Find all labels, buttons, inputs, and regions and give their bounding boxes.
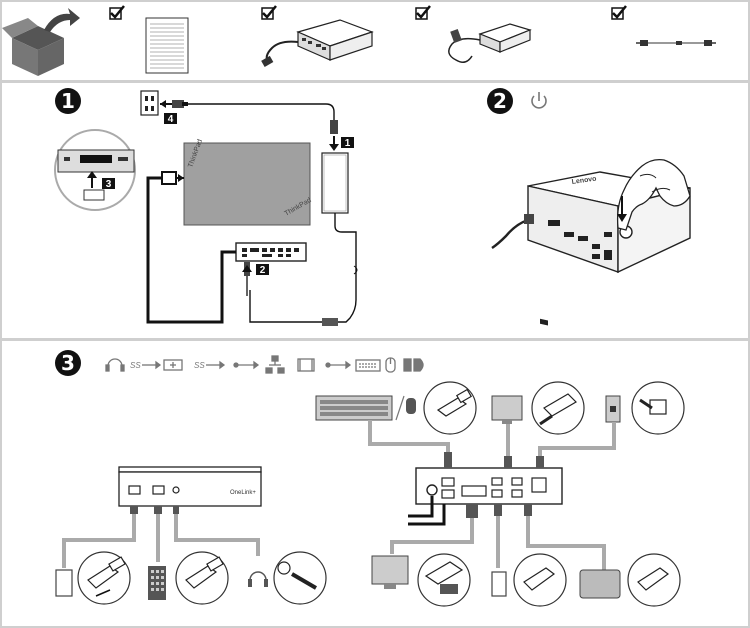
arrow-head-icon <box>242 265 252 272</box>
checked-checkbox-icon <box>611 5 627 20</box>
laptop: ThinkPad ThinkPad <box>183 138 313 226</box>
divider <box>0 338 750 341</box>
step-2-panel: 2 Lenovo <box>487 88 691 326</box>
dock-brand-label: OneLink+ <box>230 490 256 496</box>
ethernet-zoom <box>631 381 685 435</box>
plug-icon <box>172 100 184 108</box>
step-3-badge <box>55 350 81 376</box>
box-contents-row <box>2 5 716 76</box>
step-2-number: 2 <box>493 89 507 113</box>
onelink-port-icon <box>80 155 112 163</box>
step-3-number: 3 <box>61 351 75 375</box>
usb-icon <box>233 360 260 370</box>
phone-icon <box>491 571 507 597</box>
usb3-plug-zoom <box>175 551 229 605</box>
hand-pressing-icon <box>616 158 691 231</box>
divider <box>0 80 750 83</box>
display-icon <box>297 358 315 372</box>
step-1-badge <box>55 88 81 114</box>
svg-text:Lenovo: Lenovo <box>571 176 597 186</box>
power-adapter <box>321 152 349 214</box>
manual-icon <box>145 17 189 74</box>
mouse-device <box>406 398 416 414</box>
phone-icon <box>55 569 73 597</box>
displayport-zoom <box>531 381 585 435</box>
step-3-panel: 3 SS SS <box>55 350 685 607</box>
onelink-connector-icon <box>161 171 177 185</box>
step-2-badge <box>487 88 513 114</box>
black-cables <box>408 496 446 526</box>
tablet-icon <box>579 569 621 599</box>
wall-outlet-icon <box>140 90 159 116</box>
usb-keyboard-zoom <box>423 381 477 435</box>
arrow-head-icon <box>160 100 166 108</box>
step-1-panel: 1 4 1 ThinkPad ThinkPad <box>54 88 358 326</box>
callout-3 <box>102 178 115 189</box>
svg-text:2: 2 <box>260 265 266 276</box>
rear-cables-top <box>368 420 616 468</box>
checked-checkbox-icon <box>415 5 431 20</box>
mouse-icon <box>385 357 396 373</box>
open-box-icon <box>2 8 80 76</box>
keyboard-icon <box>355 359 381 372</box>
step-1-number: 1 <box>61 89 75 113</box>
keyboard-device <box>315 395 393 421</box>
vga-monitor <box>371 555 409 589</box>
callout-4 <box>164 113 177 124</box>
usb3-rear-zoom <box>627 553 681 607</box>
headset-icon <box>105 358 125 372</box>
arrow-head-icon <box>329 144 339 151</box>
magnifier-detail: 3 <box>54 129 136 211</box>
svg-text:SS: SS <box>194 361 205 370</box>
adapter-plug-icon <box>330 120 338 134</box>
checked-checkbox-icon <box>261 5 277 20</box>
vga-plug-zoom <box>417 553 471 607</box>
front-cables <box>62 506 260 568</box>
usb3-icon: SS <box>194 360 226 370</box>
hdmi-dvi-icon <box>403 358 424 372</box>
onelink-cable <box>146 176 236 324</box>
svg-text:4: 4 <box>168 114 174 125</box>
adapter-cable <box>249 213 357 323</box>
usb3-charge-icon <box>163 359 183 371</box>
dock-cable <box>491 218 529 250</box>
ferrite-icon <box>322 318 338 326</box>
ethernet-icon <box>265 355 285 374</box>
audio-jack-zoom <box>273 551 327 605</box>
svg-text:SS: SS <box>130 361 141 370</box>
ethernet-wall-jack <box>605 395 621 423</box>
callout-1 <box>341 137 354 148</box>
dock-with-cable-icon <box>261 19 374 67</box>
usb3-icon: SS <box>130 360 162 370</box>
callout-2 <box>256 264 269 275</box>
usb-plug-zoom <box>77 551 131 605</box>
usb-rear-zoom <box>513 553 567 607</box>
front-dock: OneLink+ <box>118 466 262 507</box>
power-cord-icon <box>636 40 716 46</box>
svg-text:1: 1 <box>345 138 351 149</box>
keypad-icon <box>148 566 166 600</box>
checked-checkbox-icon <box>109 5 125 20</box>
dock <box>235 242 307 262</box>
power-adapter-icon <box>448 23 532 63</box>
headphone-icon <box>248 571 268 587</box>
usb-icon <box>325 360 352 370</box>
svg-text:3: 3 <box>106 179 112 190</box>
monitor-device <box>491 395 523 424</box>
power-cord <box>184 103 335 122</box>
power-button-icon <box>531 92 547 109</box>
rear-dock <box>415 467 563 505</box>
